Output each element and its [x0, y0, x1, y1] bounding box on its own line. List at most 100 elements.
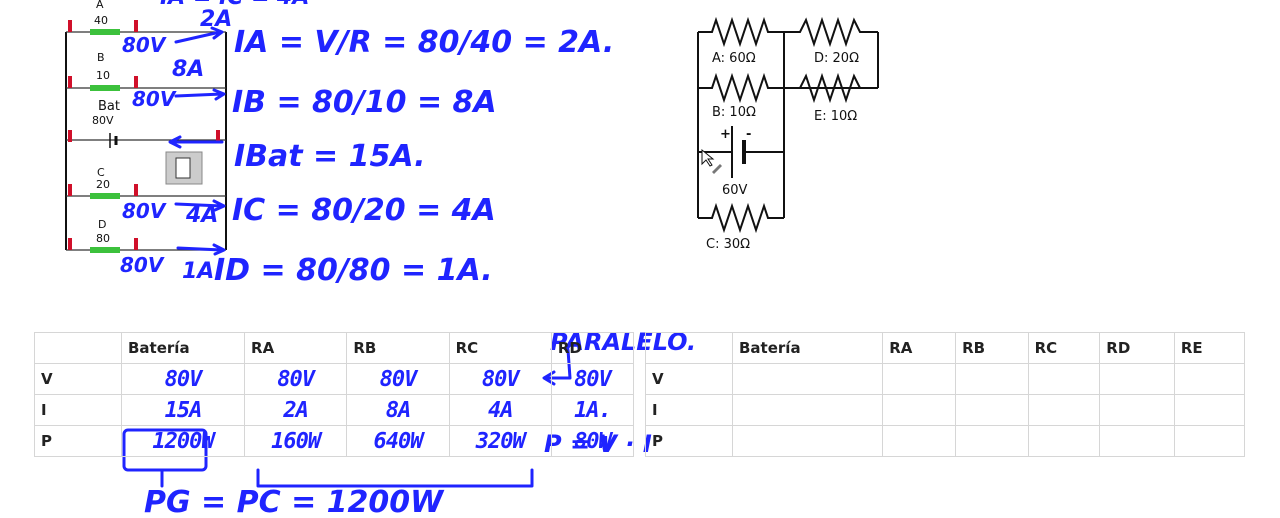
resistor-a	[90, 29, 120, 35]
row-d-name: D	[98, 218, 106, 231]
circuit-2-diagram: A: 60Ω B: 10Ω D: 20Ω E: 10Ω C: 30Ω 60V +…	[697, 16, 879, 252]
current-label-b: 8A	[172, 57, 204, 82]
voltage-label-c: 80V	[122, 199, 167, 223]
table-cell	[882, 425, 957, 457]
circuit-1-diagram: A 40 B 10 Bat 80V C 20 D 80	[65, 0, 227, 253]
equation-ic: IC = 80/20 = 4A	[232, 193, 496, 228]
label-plus: +	[720, 127, 731, 142]
current-label-c: 4A	[185, 203, 218, 228]
table-cell: 160W	[244, 425, 348, 457]
table2-header-row: Batería RA RB RC RD RE	[645, 332, 1246, 364]
table2-header-re: RE	[1173, 332, 1246, 364]
table-cell	[1173, 363, 1246, 395]
table2-row-label-v: V	[645, 363, 733, 395]
row-bat-name: Bat	[98, 99, 120, 114]
table2-row-label-i: I	[645, 394, 733, 426]
table-cell: 320W	[448, 425, 552, 457]
cursor-icon	[701, 148, 715, 167]
pg-equation: PG = PC = 1200W	[144, 485, 445, 518]
table-cell: 8A	[346, 394, 450, 426]
equation-ib: IB = 80/10 = 8A	[232, 85, 497, 120]
table-cell: 80V	[346, 363, 450, 395]
pencil-icon	[712, 164, 722, 174]
row-c-value: 20	[96, 178, 110, 191]
table-row: V	[645, 363, 1246, 395]
table-cell: 15A	[120, 394, 246, 426]
table-cell	[731, 425, 884, 457]
table-cell: 2A	[244, 394, 348, 426]
label-a: A: 60Ω	[712, 51, 756, 66]
table-cell	[1027, 394, 1101, 426]
label-b: B: 10Ω	[712, 105, 756, 120]
row-bat-value: 80V	[92, 114, 114, 127]
table2-header-rb: RB	[955, 332, 1029, 364]
table-cell	[882, 363, 957, 395]
table2-row-label-p: P	[645, 425, 733, 457]
label-d: D: 20Ω	[814, 51, 859, 66]
table-cell	[1173, 425, 1246, 457]
results-table-1: Batería RA RB RC RD V 80V 80V 80V 80V 80…	[34, 332, 635, 457]
table1-header-rd: RD	[550, 332, 635, 364]
voltage-label-a: 80V	[122, 33, 167, 57]
table-cell: 1A.	[550, 394, 635, 426]
resistor-d	[90, 247, 120, 253]
voltage-label-d: 80V	[120, 253, 165, 277]
table1-header-ra: RA	[244, 332, 348, 364]
table-cell: 640W	[346, 425, 450, 457]
handwritten-annotations: IA = IC = 4A 80V 80V 80V 80V 2A 8A 4A 1A…	[120, 0, 614, 288]
table2-header-empty	[645, 332, 733, 364]
table-cell	[1099, 394, 1175, 426]
top-partial-equation: IA = IC = 4A	[160, 0, 309, 10]
table1-header-row: Batería RA RB RC RD	[34, 332, 635, 364]
current-label-a: 2A	[200, 7, 232, 32]
table2-header-bateria: Batería	[731, 332, 884, 364]
table1-header-empty	[34, 332, 122, 364]
table-cell: 4A	[448, 394, 552, 426]
equation-id: ID = 80/80 = 1A.	[214, 253, 493, 288]
table-cell: 80V	[448, 363, 552, 395]
equation-ibat: IBat = 15A.	[234, 139, 426, 174]
table-cell: 80V	[120, 363, 246, 395]
table-cell: 80V	[244, 363, 348, 395]
table2-header-rc: RC	[1027, 332, 1101, 364]
label-c: C: 30Ω	[706, 237, 750, 252]
table-row: I 15A 2A 8A 4A 1A.	[34, 394, 635, 426]
results-table-2: Batería RA RB RC RD RE V I P	[645, 332, 1246, 457]
table-cell: 1200W	[120, 425, 246, 457]
table1-header-bateria: Batería	[120, 332, 246, 364]
table1-header-rb: RB	[346, 332, 450, 364]
table-row: P	[645, 425, 1246, 457]
label-e: E: 10Ω	[814, 109, 857, 124]
table-row: V 80V 80V 80V 80V 80V	[34, 363, 635, 395]
table-cell	[731, 394, 884, 426]
table-cell	[1099, 363, 1175, 395]
table-cell	[1027, 425, 1101, 457]
table-cell: 80W	[550, 425, 635, 457]
table1-row-label-i: I	[34, 394, 122, 426]
row-b-name: B	[97, 51, 105, 64]
table2-header-ra: RA	[882, 332, 957, 364]
table-cell	[1099, 425, 1175, 457]
table1-row-label-p: P	[34, 425, 122, 457]
table-cell	[955, 394, 1029, 426]
label-minus: -	[746, 127, 751, 142]
table1-row-label-v: V	[34, 363, 122, 395]
table-cell	[731, 363, 884, 395]
resistor-b	[90, 85, 120, 91]
resistor-c	[90, 193, 120, 199]
table-row: I	[645, 394, 1246, 426]
table2-header-rd: RD	[1099, 332, 1175, 364]
table-cell	[1027, 363, 1101, 395]
table1-header-rc: RC	[448, 332, 552, 364]
voltage-label-b: 80V	[132, 87, 177, 111]
table-cell	[955, 363, 1029, 395]
row-a-name: A	[96, 0, 104, 11]
row-a-value: 40	[94, 14, 108, 27]
label-battery: 60V	[722, 183, 748, 198]
table-cell	[955, 425, 1029, 457]
table-cell: 80V	[550, 363, 635, 395]
table-cell	[1173, 394, 1246, 426]
row-c-name: C	[97, 166, 105, 179]
row-d-value: 80	[96, 232, 110, 245]
